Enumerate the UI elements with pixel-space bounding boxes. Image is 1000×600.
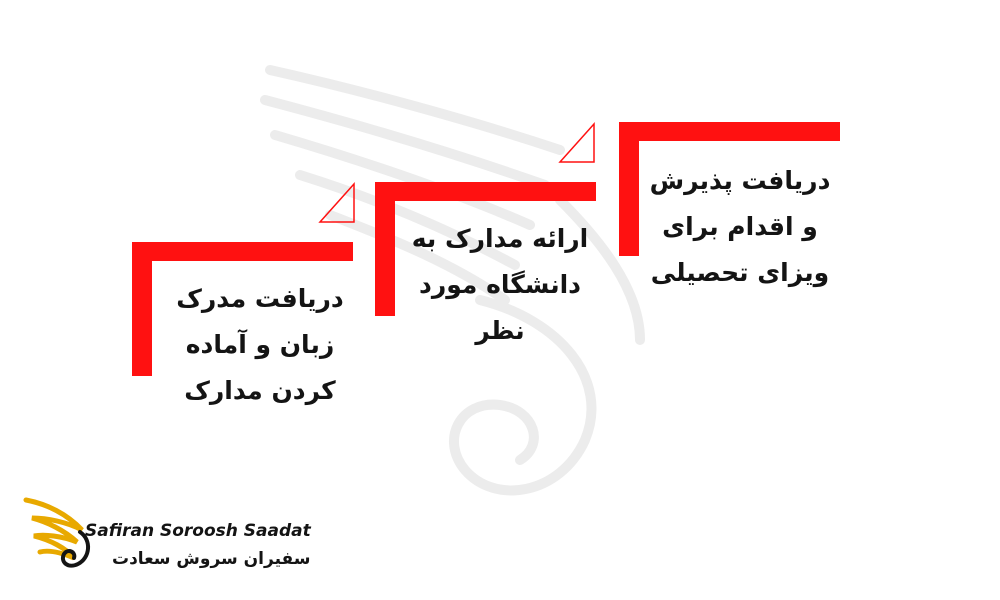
step-1-line-1: دریافت مدرک [176, 284, 344, 313]
wing-logo-icon [23, 497, 90, 568]
step-2-line-2: دانشگاه مورد [419, 270, 581, 299]
step-3-line-3: ویزای تحصیلی [650, 258, 830, 287]
step-3-line-2: و اقدام برای [662, 212, 818, 241]
bracket-top-bar [132, 242, 353, 261]
step-2-line-3: نظر [475, 316, 525, 345]
logo-name-fa: سفیران سروش سعادت [112, 549, 311, 569]
step-3-line-1: دریافت پذیرش [649, 166, 831, 195]
bracket-left-bar [375, 182, 395, 316]
step-3-text: دریافت پذیرش و اقدام برای ویزای تحصیلی [640, 158, 840, 296]
step-1-text: دریافت مدرک زبان و آماده کردن مدارک [160, 276, 360, 414]
brand-logo: Safiran Soroosh Saadat سفیران سروش سعادت [22, 492, 311, 582]
step-2-line-1: ارائه مدارک به [411, 224, 589, 253]
bracket-top-bar [375, 182, 596, 201]
step-1-line-2: زبان و آماده [185, 330, 335, 359]
bracket-top-bar [619, 122, 840, 141]
step-1-line-3: کردن مدارک [184, 376, 336, 405]
corner-triangle-icon [318, 182, 355, 223]
bracket-left-bar [132, 242, 152, 376]
logo-name-en: Safiran Soroosh Saadat [85, 521, 311, 541]
step-2-text: ارائه مدارک به دانشگاه مورد نظر [395, 216, 605, 354]
bracket-left-bar [619, 122, 639, 256]
corner-triangle-icon [558, 122, 595, 163]
